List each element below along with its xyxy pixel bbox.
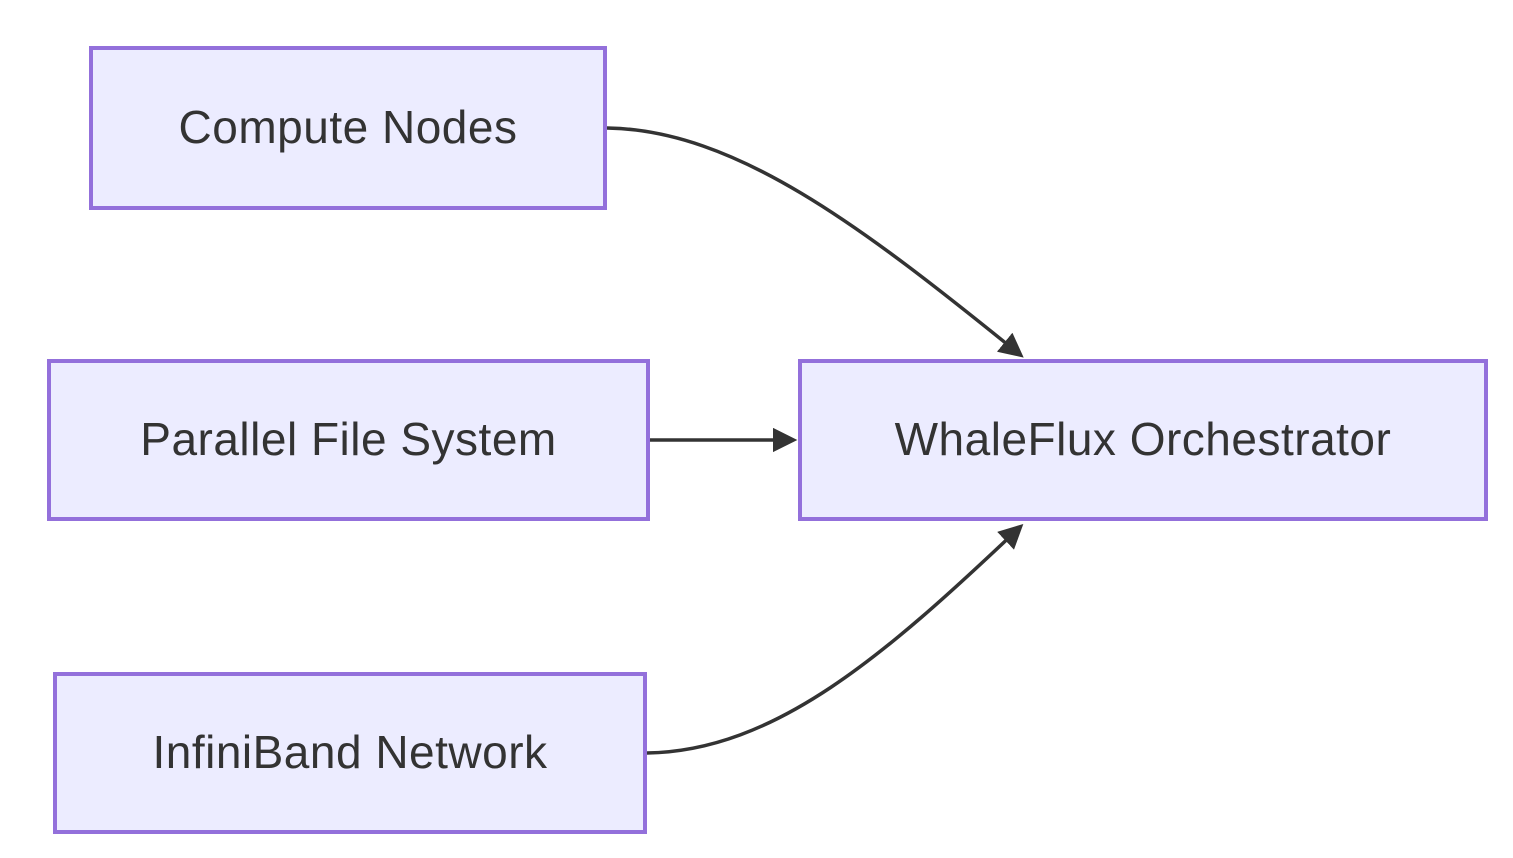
node-infiniband-network-label: InfiniBand Network xyxy=(152,726,548,779)
node-whaleflux-orchestrator-label: WhaleFlux Orchestrator xyxy=(894,413,1392,466)
node-parallel-file-system-label: Parallel File System xyxy=(140,413,557,466)
edge-ib-to-orchestrator xyxy=(646,523,1024,755)
edge-compute-to-orchestrator xyxy=(606,126,1024,358)
node-parallel-file-system: Parallel File System xyxy=(47,359,650,521)
node-compute-nodes: Compute Nodes xyxy=(89,46,607,210)
node-compute-nodes-label: Compute Nodes xyxy=(178,101,518,154)
node-whaleflux-orchestrator: WhaleFlux Orchestrator xyxy=(798,359,1488,521)
node-infiniband-network: InfiniBand Network xyxy=(53,672,647,834)
